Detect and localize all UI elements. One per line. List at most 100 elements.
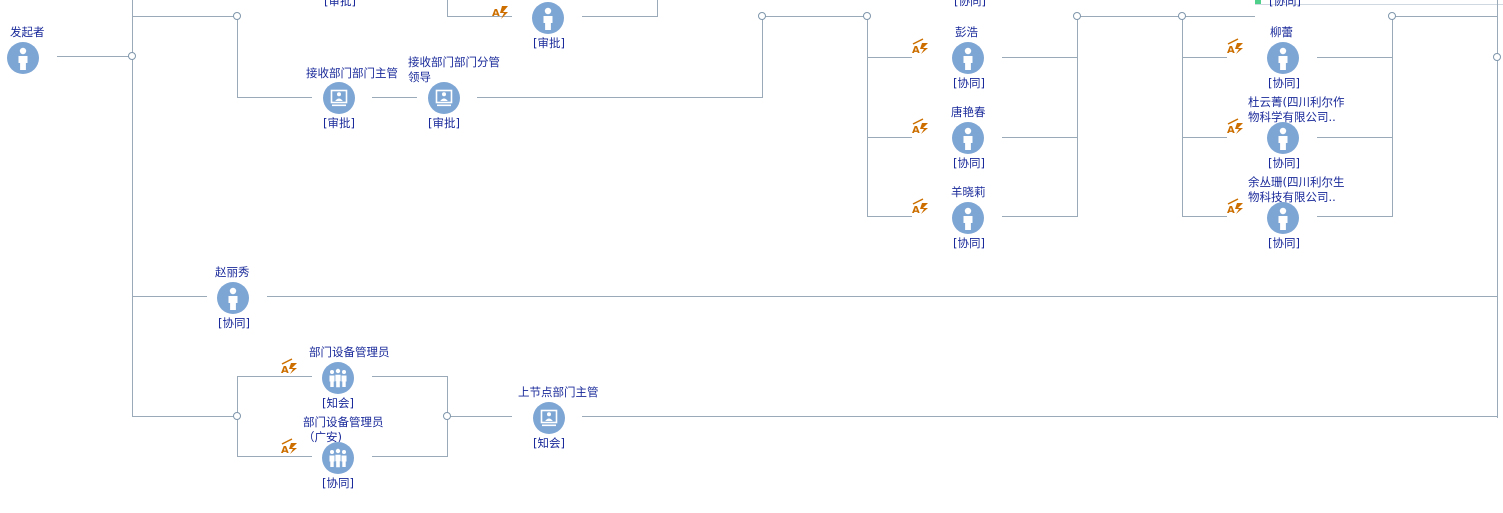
group-icon bbox=[329, 448, 347, 468]
connector bbox=[1317, 137, 1393, 138]
connector bbox=[762, 16, 763, 98]
connector bbox=[582, 16, 658, 17]
tang-yanchun-label: 唐艳春 bbox=[951, 105, 986, 119]
yu-congshan-node[interactable] bbox=[1267, 202, 1299, 234]
clipped-role-label: [协同] bbox=[1269, 0, 1301, 8]
connector bbox=[237, 97, 312, 98]
zhao-lixiu-node[interactable] bbox=[217, 282, 249, 314]
top-approver-role: [审批] bbox=[533, 36, 565, 50]
peng-hao-role: [协同] bbox=[953, 76, 985, 90]
connector bbox=[1182, 137, 1227, 138]
junction-dot bbox=[1388, 12, 1396, 20]
du-yunjing-label: 杜云菁(四川利尔作物科学有限公司.. bbox=[1248, 95, 1345, 124]
dept-equipment-ga-node[interactable] bbox=[322, 442, 354, 474]
connector bbox=[57, 56, 133, 57]
connector bbox=[762, 16, 868, 17]
connector bbox=[477, 97, 763, 98]
auto-approve-icon: A bbox=[1227, 38, 1243, 54]
svg-text:A: A bbox=[281, 445, 289, 454]
connector bbox=[237, 376, 312, 377]
person-icon bbox=[963, 47, 973, 70]
connector bbox=[447, 0, 448, 17]
connector bbox=[1317, 57, 1393, 58]
person-icon bbox=[1278, 207, 1288, 230]
receive-supervisor-node[interactable] bbox=[323, 82, 355, 114]
person-icon bbox=[543, 7, 553, 30]
top-approver-node[interactable] bbox=[532, 2, 564, 34]
receive-leader-node[interactable] bbox=[428, 82, 460, 114]
person-icon bbox=[1278, 47, 1288, 70]
position-icon bbox=[435, 89, 453, 107]
junction-dot bbox=[1178, 12, 1186, 20]
dept-equipment-role: [知会] bbox=[322, 396, 354, 410]
junction-dot bbox=[233, 12, 241, 20]
auto-approve-icon: A bbox=[1227, 118, 1243, 134]
zhao-lixiu-role: [协同] bbox=[218, 316, 250, 330]
junction-dot bbox=[128, 52, 136, 60]
connector bbox=[372, 456, 448, 457]
dept-equipment-label: 部门设备管理员 bbox=[309, 345, 390, 359]
connector bbox=[867, 137, 912, 138]
prev-node-supervisor-role: [知会] bbox=[533, 436, 565, 450]
junction-dot bbox=[1493, 53, 1501, 61]
dept-equipment-node[interactable] bbox=[322, 362, 354, 394]
svg-text:A: A bbox=[912, 45, 920, 54]
connector bbox=[1182, 16, 1183, 217]
connector bbox=[132, 0, 133, 417]
dept-equipment-ga-role: [协同] bbox=[322, 476, 354, 490]
peng-hao-node[interactable] bbox=[952, 42, 984, 74]
connector bbox=[867, 216, 912, 217]
person-icon bbox=[963, 127, 973, 150]
connector bbox=[447, 16, 512, 17]
auto-approve-icon: A bbox=[281, 358, 297, 374]
connector bbox=[582, 416, 1498, 417]
receive-leader-label: 接收部门部门分管领导 bbox=[408, 55, 500, 84]
connector bbox=[1002, 216, 1078, 217]
group-icon bbox=[329, 368, 347, 388]
connector bbox=[657, 0, 658, 17]
connector bbox=[1077, 16, 1078, 217]
peng-hao-label: 彭浩 bbox=[955, 25, 978, 39]
connector bbox=[867, 57, 912, 58]
connector bbox=[132, 296, 207, 297]
junction-dot bbox=[443, 412, 451, 420]
tang-yanchun-node[interactable] bbox=[952, 122, 984, 154]
clipped-role-label: [协同] bbox=[954, 0, 986, 8]
person-icon bbox=[18, 47, 28, 70]
connector bbox=[1317, 216, 1393, 217]
person-icon bbox=[963, 207, 973, 230]
svg-text:A: A bbox=[912, 205, 920, 214]
junction-dot bbox=[863, 12, 871, 20]
connector bbox=[132, 16, 238, 17]
yang-xiaoli-role: [协同] bbox=[953, 236, 985, 250]
initiator-node[interactable] bbox=[7, 42, 39, 74]
connector bbox=[1182, 57, 1227, 58]
auto-approve-icon: A bbox=[912, 38, 928, 54]
clipped-role-label: [审批] bbox=[324, 0, 356, 8]
connector bbox=[372, 97, 417, 98]
yang-xiaoli-node[interactable] bbox=[952, 202, 984, 234]
initiator-label: 发起者 bbox=[10, 25, 45, 39]
position-icon bbox=[330, 89, 348, 107]
person-icon bbox=[1278, 127, 1288, 150]
junction-dot bbox=[1073, 12, 1081, 20]
prev-node-supervisor-node[interactable] bbox=[533, 402, 565, 434]
dept-equipment-ga-label: 部门设备管理员（广安) bbox=[303, 415, 384, 444]
du-yunjing-role: [协同] bbox=[1268, 156, 1300, 170]
connector bbox=[1392, 16, 1498, 17]
auto-approve-icon: A bbox=[281, 438, 297, 454]
liu-lei-node[interactable] bbox=[1267, 42, 1299, 74]
connector bbox=[1392, 16, 1393, 217]
auto-approve-icon: A bbox=[492, 6, 508, 19]
connector bbox=[1002, 57, 1078, 58]
connector bbox=[1077, 16, 1183, 17]
liu-lei-label: 柳蕾 bbox=[1270, 25, 1293, 39]
du-yunjing-node[interactable] bbox=[1267, 122, 1299, 154]
connector bbox=[237, 456, 312, 457]
receive-supervisor-role: [审批] bbox=[323, 116, 355, 130]
auto-approve-icon: A bbox=[912, 198, 928, 214]
svg-text:A: A bbox=[1227, 205, 1235, 214]
connector bbox=[372, 376, 448, 377]
connector bbox=[1002, 137, 1078, 138]
